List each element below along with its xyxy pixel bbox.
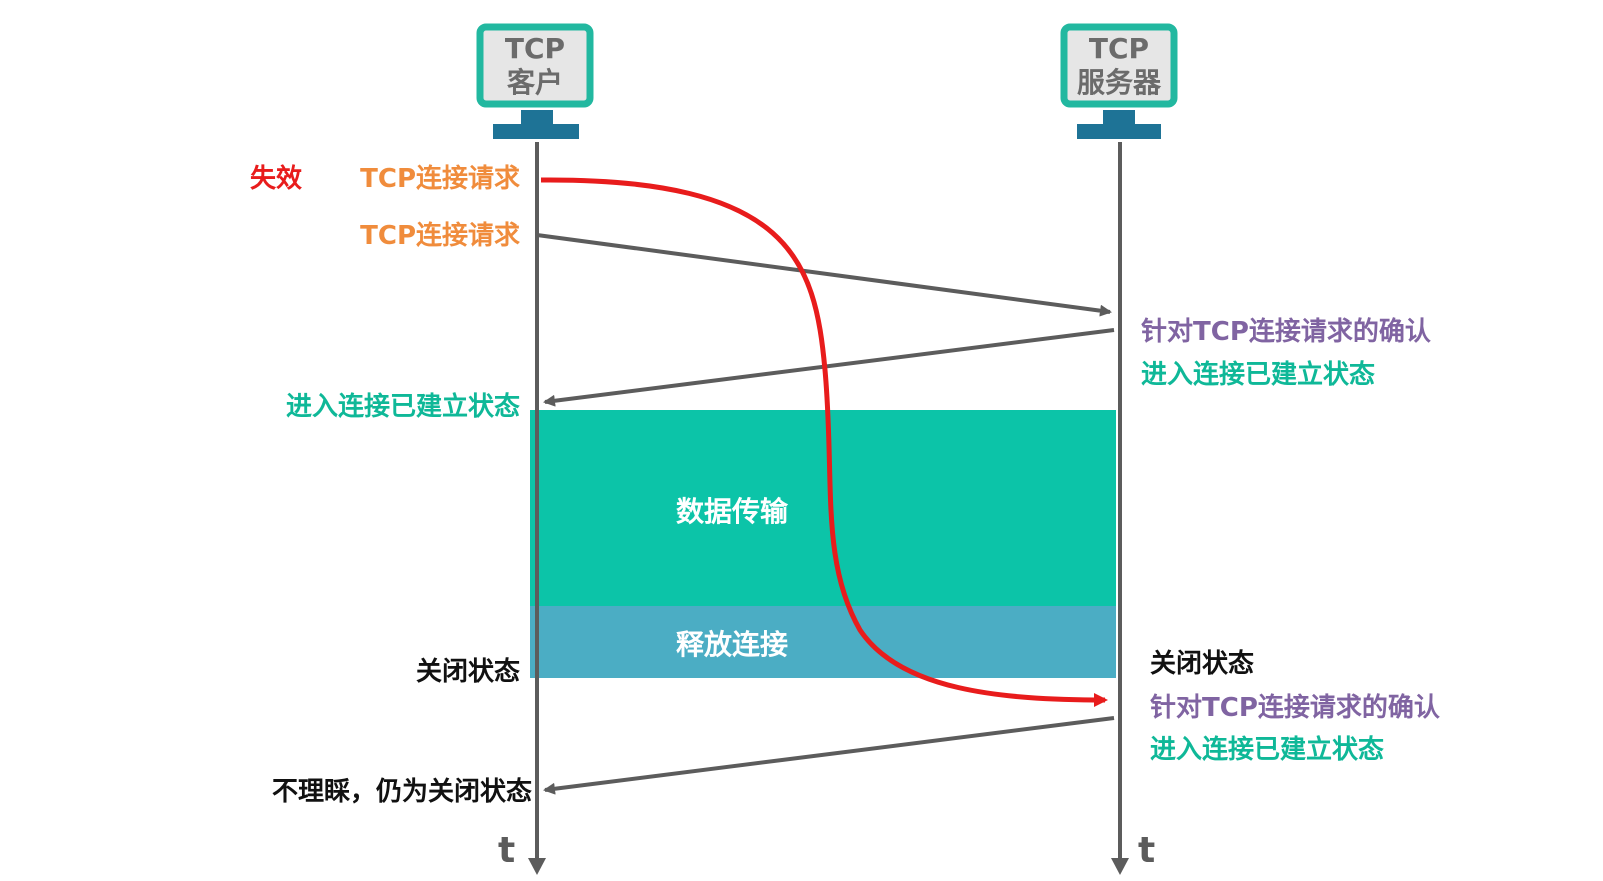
client-title-line2: 客户 [507, 66, 563, 99]
server-ack-label-2: 针对TCP连接请求的确认 [1150, 692, 1440, 723]
server-title-line2: 服务器 [1077, 66, 1162, 99]
invalid-request-label: TCP连接请求 [360, 164, 520, 194]
data-transfer-label: 数据传输 [676, 495, 789, 528]
request-label: TCP连接请求 [360, 221, 520, 251]
release-connection-label: 释放连接 [676, 628, 788, 661]
server-axis-arrowhead [1111, 858, 1129, 875]
server-monitor-icon [1060, 23, 1178, 139]
server-established-label-2: 进入连接已建立状态 [1150, 734, 1384, 765]
server-ack-label-1: 针对TCP连接请求的确认 [1141, 316, 1431, 347]
client-closed-label: 关闭状态 [416, 656, 520, 687]
server-closed-label: 关闭状态 [1150, 648, 1254, 679]
client-established-label: 进入连接已建立状态 [286, 391, 520, 422]
invalid-tag-label: 失效 [250, 163, 302, 194]
request-arrow [536, 233, 1112, 317]
ack-arrow-1 [543, 328, 1115, 407]
release-connection-band [530, 606, 1116, 678]
ack-arrow-2 [543, 716, 1115, 795]
server-established-label-1: 进入连接已建立状态 [1141, 359, 1375, 390]
client-title-line1: TCP [505, 32, 565, 65]
data-transfer-band [530, 410, 1116, 606]
client-monitor-icon [476, 23, 594, 139]
client-time-label: t [498, 830, 515, 871]
client-ignore-label: 不理睬，仍为关闭状态 [272, 776, 532, 807]
server-title-line1: TCP [1089, 32, 1149, 65]
client-axis-arrowhead [528, 858, 546, 875]
server-time-label: t [1138, 830, 1155, 871]
delayed-request-curve [540, 177, 1108, 707]
